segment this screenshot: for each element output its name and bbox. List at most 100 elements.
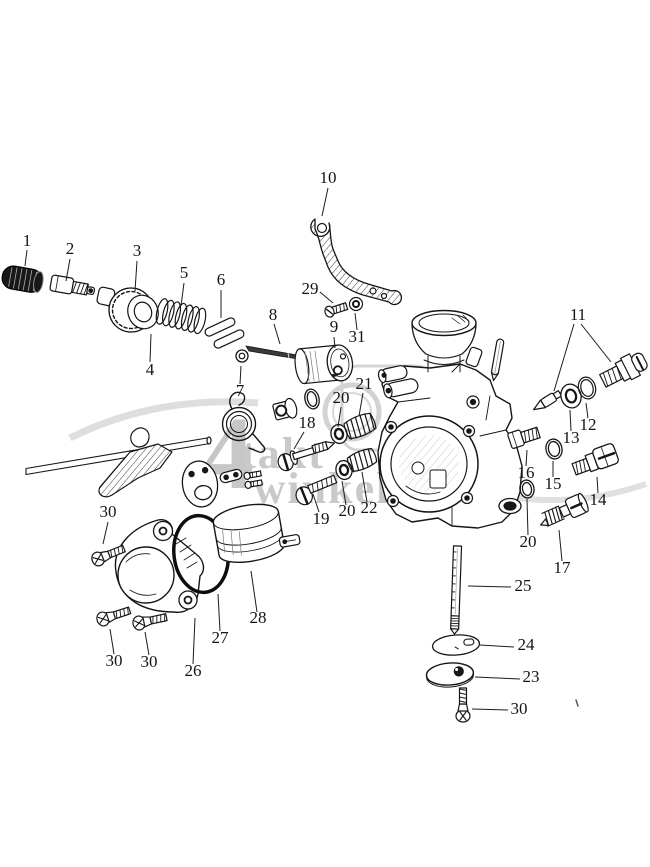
- part-2-cable-adjuster: [49, 274, 96, 296]
- callout-9: 9: [330, 317, 339, 336]
- leader-14: [596, 476, 599, 494]
- callout-30-d: 30: [511, 699, 528, 718]
- part-1-rubber-cap: [1, 265, 44, 293]
- part-20-washer-lower: [335, 459, 353, 481]
- part-16-bolt: [507, 426, 541, 449]
- leader-20-upper: [337, 406, 342, 428]
- part-20-washer-upper: [330, 423, 348, 445]
- leader-19: [312, 493, 320, 513]
- part-20-o-ring-right: [519, 479, 535, 499]
- leader-17: [558, 529, 563, 562]
- leader-7: [239, 365, 242, 385]
- leader-20-right: [526, 498, 529, 536]
- callout-4: 4: [146, 360, 155, 379]
- part-needle-jet: [272, 397, 298, 421]
- part-torsion-spring: [221, 391, 266, 453]
- callout-18: 18: [299, 413, 316, 432]
- leader-21: [358, 392, 364, 417]
- part-7-ring: [235, 349, 249, 363]
- part-8-needle: [245, 345, 299, 360]
- callout-2: 2: [66, 239, 75, 258]
- leader-11-a: [553, 323, 575, 392]
- leader-25: [467, 585, 512, 588]
- part-gasket-plate: [181, 460, 219, 508]
- callout-8: 8: [269, 305, 278, 324]
- part-10-lever: [310, 218, 403, 306]
- callout-1: 1: [23, 231, 32, 250]
- callout-23: 23: [523, 667, 540, 686]
- callout-30-b: 30: [106, 651, 123, 670]
- part-15-o-ring: [545, 438, 563, 460]
- callout-11: 11: [570, 305, 586, 324]
- part-19-air-screw: [295, 474, 338, 506]
- scan-artifact: [575, 699, 579, 707]
- leader-18: [293, 431, 305, 450]
- callout-21: 21: [356, 374, 373, 393]
- part-13-washer: [560, 383, 582, 409]
- part-choke-lever-shaft: [25, 427, 212, 498]
- callout-29: 29: [302, 279, 319, 298]
- leader-3: [134, 260, 138, 292]
- leader-12: [585, 402, 589, 419]
- leader-11-b: [580, 323, 612, 363]
- part-14-bolt: [571, 443, 619, 476]
- callout-22: 22: [361, 498, 378, 517]
- watermark-ring-inner: [332, 392, 372, 432]
- callout-3: 3: [133, 241, 142, 260]
- leader-30-d: [471, 708, 509, 711]
- callout-6: 6: [217, 270, 226, 289]
- callout-31: 31: [349, 327, 366, 346]
- leader-8: [273, 323, 281, 345]
- leader-1: [24, 249, 28, 267]
- callout-16: 16: [518, 463, 535, 482]
- part-21-spring: [343, 412, 377, 440]
- part-30-screw-d: [455, 687, 471, 723]
- callout-14: 14: [590, 490, 608, 509]
- part-17-idle-screw: [540, 492, 589, 527]
- leader-30-a: [102, 521, 109, 545]
- part-26-float-chamber-cover: [114, 519, 205, 613]
- callout-30-a: 30: [100, 502, 117, 521]
- part-30-screw-b: [94, 603, 133, 629]
- leader-13: [569, 409, 572, 432]
- leader-30-c: [144, 631, 150, 656]
- callout-27: 27: [212, 628, 230, 647]
- callout-13: 13: [563, 428, 580, 447]
- callout-19: 19: [313, 509, 330, 528]
- leader-5: [180, 282, 185, 307]
- part-9-throttle-slide: [294, 343, 354, 385]
- callout-20-right: 20: [520, 532, 537, 551]
- callout-24: 24: [518, 635, 536, 654]
- callout-20-lower: 20: [339, 501, 356, 520]
- part-3-knurled-wheel: [96, 286, 159, 333]
- part-28-float: [212, 503, 301, 563]
- callout-15: 15: [545, 474, 562, 493]
- callout-12: 12: [580, 415, 597, 434]
- part-link-plate: [219, 468, 243, 484]
- callout-labels: 1 2 3 4 5 6 7 8 29 9 31 10 11 12 13 14 1…: [23, 168, 607, 718]
- leader-28: [250, 570, 258, 613]
- part-29-screw: [324, 302, 349, 318]
- callout-30-c: 30: [141, 652, 158, 671]
- callout-17: 17: [554, 558, 572, 577]
- part-11-valve-seat: [599, 352, 648, 388]
- leader-26: [192, 617, 196, 665]
- callout-28: 28: [250, 608, 267, 627]
- leader-2: [65, 258, 71, 282]
- part-6-clip: [204, 317, 245, 349]
- leader-24: [479, 644, 515, 648]
- callout-10: 10: [320, 168, 337, 187]
- part-24-gasket-disc: [431, 634, 481, 656]
- leader-22: [361, 471, 368, 503]
- callout-7: 7: [236, 381, 245, 400]
- part-22-spring: [346, 448, 378, 473]
- leader-20-lower: [341, 480, 347, 506]
- part-carburetor-body: [377, 309, 523, 529]
- leader-10: [321, 187, 329, 217]
- callout-26: 26: [185, 661, 202, 680]
- part-25-nozzle-rod: [450, 545, 463, 635]
- part-31-washer: [348, 296, 364, 312]
- leader-23: [474, 676, 521, 680]
